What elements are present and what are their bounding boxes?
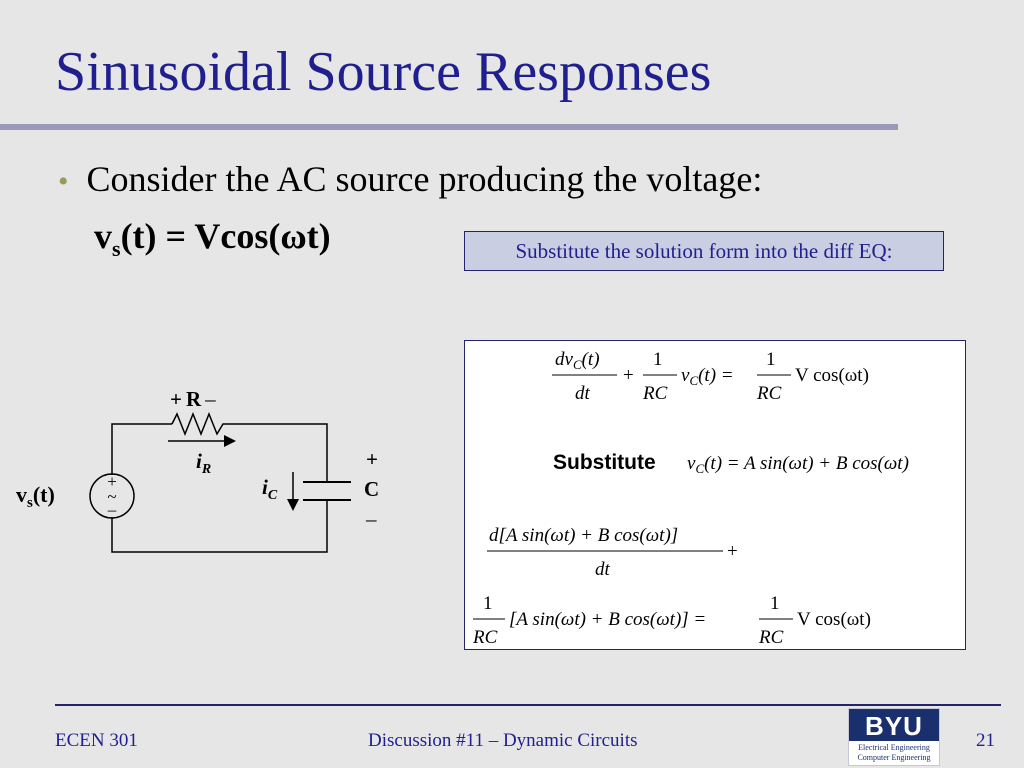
eq1-term2-arg: (t) = [698,365,734,386]
title-divider [0,124,898,130]
source-eq-rhs: (t) = Vcos(ωt) [120,216,331,256]
source-label-sub: s [27,495,33,511]
rc-circuit: +R– iR + ~ – vs(t) + C – iC [16,387,379,553]
eq4-mid: [A sin(ωt) + B cos(ωt)] = [509,609,706,630]
substitute-label: Substitute [553,451,656,474]
source-label-arg: (t) [33,482,55,507]
source-plus: + [107,472,117,491]
logo-line-2: Computer Engineering [857,753,931,762]
eq1-num-sub: C [573,357,582,372]
source-tilde: ~ [107,487,116,506]
cap-minus: – [365,507,377,531]
footer-course: ECEN 301 [55,730,138,751]
resistor-minus: – [204,387,216,411]
svg-text:dvC(t): dvC(t) [555,349,600,372]
equation-1: dvC(t) dt + 1 RC vC(t) = 1 RC V cos(ωt) [552,349,869,404]
source-eq-sub: s [112,236,121,262]
wire-bottom [111,500,328,553]
logo-line-1: Electrical Engineering [858,743,930,752]
logo-word: BYU [865,711,923,741]
equation-box: dvC(t) dt + 1 RC vC(t) = 1 RC V cos(ωt) … [464,340,966,650]
eq4-rhs: V cos(ωt) [797,609,871,630]
ic-sub: C [268,488,278,503]
wire-top-right [228,423,328,482]
eq4-f-den: RC [472,627,498,648]
ic-arrowhead-icon [287,499,299,511]
eq1-plus: + [623,365,634,386]
logo-banner [849,709,939,741]
eq1-term2-sub: C [689,373,698,388]
source-minus: – [107,500,117,519]
eq1-rhs: V cos(ωt) [795,365,869,386]
eq1-f3-num: 1 [766,349,776,370]
slide-title: Sinusoidal Source Responses [55,41,712,103]
byu-logo: BYU Electrical Engineering Computer Engi… [848,708,940,766]
wire-top-left [111,423,172,475]
eq1-f3-den: RC [756,383,782,404]
source-label-v: v [16,482,27,507]
ir-arrowhead-icon [224,435,236,447]
eq2-rhs: (t) = A sin(ωt) + B cos(ωt) [704,453,909,474]
eq4-f-num: 1 [483,593,493,614]
footer-topic: Discussion #11 – Dynamic Circuits [368,730,638,751]
resistor-r: R [186,387,202,411]
ir-sub: R [201,462,211,477]
callout-box: Substitute the solution form into the di… [464,231,944,271]
cap-label: C [364,477,379,501]
eq3-num: d[A sin(ωt) + B cos(ωt)] [489,525,678,546]
source-eq-v: v [94,216,112,256]
equation-3: d[A sin(ωt) + B cos(ωt)] dt + [487,525,738,580]
eq2-lhs: v [687,453,696,474]
page-number: 21 [976,730,995,751]
source-label: vs(t) [16,482,55,511]
eq1-f2-num: 1 [653,349,663,370]
eq2-sub: C [695,461,704,476]
bullet-icon: • [58,165,69,198]
svg-text:vC(t) =: vC(t) = [681,365,734,388]
cap-plus: + [366,447,378,471]
resistor-plus: + [170,387,182,411]
resistor-label: +R– [170,387,216,411]
eq1-den: dt [575,383,591,404]
eq3-den: dt [595,559,611,580]
ir-label: iR [196,449,211,477]
footer-divider [55,704,1001,706]
equation-2: vC(t) = A sin(ωt) + B cos(ωt) [687,453,909,476]
ir-main: i [196,449,202,473]
equation-4: 1 RC [A sin(ωt) + B cos(ωt)] = 1 RC V co… [472,593,871,648]
eq1-num-arg: (t) [582,349,600,370]
bullet-item: • Consider the AC source producing the vo… [58,158,762,200]
eq4-f2-den: RC [758,627,784,648]
ac-source-icon [89,473,135,519]
eq1-num: dv [555,349,574,370]
ic-label: iC [262,475,278,503]
bullet-text: Consider the AC source producing the vol… [86,159,763,199]
eq1-term2: v [681,365,690,386]
eq3-plus: + [727,541,738,562]
eq4-f2-num: 1 [770,593,780,614]
source-equation: vs(t) = Vcos(ωt) [94,215,331,262]
resistor-icon [171,411,228,437]
ic-main: i [262,475,268,499]
eq1-f2-den: RC [642,383,668,404]
equation-svg: dvC(t) dt + 1 RC vC(t) = 1 RC V cos(ωt) … [472,349,909,648]
